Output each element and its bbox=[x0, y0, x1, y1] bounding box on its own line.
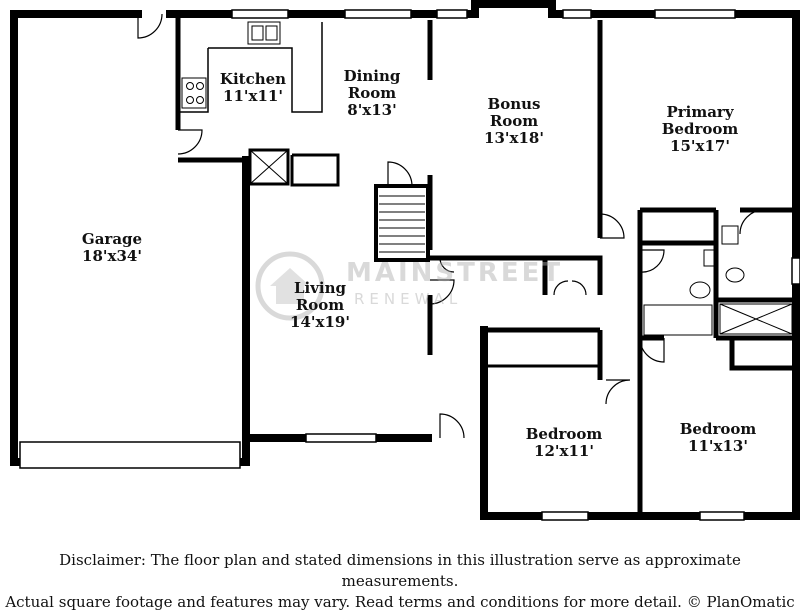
room-living: Living Room 14'x19' bbox=[280, 280, 360, 331]
room-name: Primary Bedroom bbox=[661, 103, 739, 138]
room-name: Bonus Room bbox=[487, 95, 541, 130]
windows bbox=[19, 9, 800, 521]
floor-plan bbox=[10, 0, 800, 521]
room-bedroom-1: Bedroom 12'x11' bbox=[512, 426, 616, 460]
watermark: MAINSTREET RENEWAL bbox=[250, 246, 560, 326]
room-kitchen: Kitchen 11'x11' bbox=[208, 71, 298, 105]
room-name: Dining Room bbox=[343, 67, 401, 102]
room-dims: 14'x19' bbox=[290, 313, 350, 331]
room-garage: Garage 18'x34' bbox=[62, 231, 162, 265]
room-dims: 11'x11' bbox=[223, 87, 283, 105]
room-primary-bedroom: Primary Bedroom 15'x17' bbox=[645, 104, 755, 155]
watermark-line-1: MAINSTREET bbox=[346, 258, 564, 288]
watermark-line-2: RENEWAL bbox=[354, 290, 463, 308]
fixtures bbox=[181, 21, 793, 336]
room-dims: 11'x13' bbox=[688, 437, 748, 455]
disclaimer-line-1: Disclaimer: The floor plan and stated di… bbox=[59, 551, 741, 590]
room-name: Kitchen bbox=[219, 70, 287, 88]
room-dims: 8'x13' bbox=[347, 101, 397, 119]
room-bedroom-2: Bedroom 11'x13' bbox=[666, 421, 770, 455]
room-dims: 18'x34' bbox=[82, 247, 142, 265]
disclaimer: Disclaimer: The floor plan and stated di… bbox=[0, 550, 800, 613]
room-bonus: Bonus Room 13'x18' bbox=[474, 96, 554, 147]
room-name: Bedroom bbox=[679, 420, 757, 438]
room-dims: 12'x11' bbox=[534, 442, 594, 460]
interior-walls bbox=[175, 14, 796, 516]
room-name: Living Room bbox=[293, 279, 347, 314]
room-dims: 15'x17' bbox=[670, 137, 730, 155]
exterior-walls bbox=[10, 0, 800, 520]
logo-icon bbox=[255, 251, 325, 321]
room-name: Garage bbox=[81, 230, 143, 248]
doors bbox=[137, 13, 765, 439]
disclaimer-line-2: Actual square footage and features may v… bbox=[5, 593, 795, 611]
room-name: Bedroom bbox=[525, 425, 603, 443]
room-dims: 13'x18' bbox=[484, 129, 544, 147]
room-dining: Dining Room 8'x13' bbox=[332, 68, 412, 119]
